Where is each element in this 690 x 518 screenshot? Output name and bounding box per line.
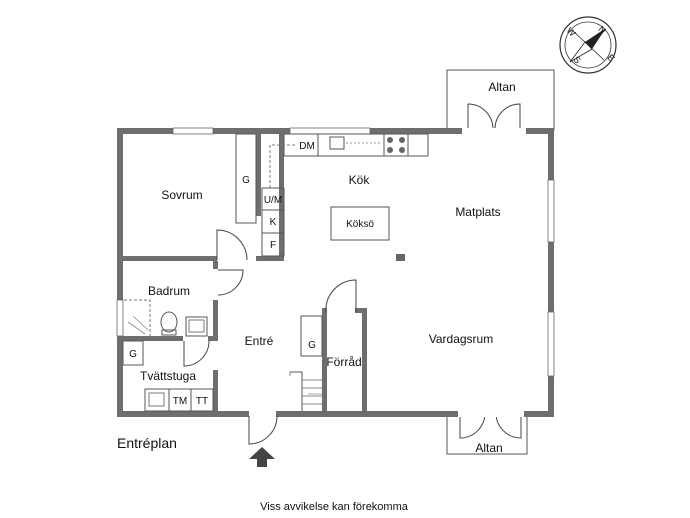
kitchen-island [330,206,390,241]
label-tt: TT [196,396,208,407]
label-g-tvatt: G [129,349,137,360]
label-um: U/M [264,195,282,206]
laundry-fixtures [122,340,214,412]
room-forrad: Förråd [326,355,361,369]
room-matplats: Matplats [455,205,500,219]
interior-doors [183,229,357,445]
bathroom-fixtures [124,299,208,337]
entrance-arrow-icon [249,447,275,467]
sink-icon [185,316,208,337]
label-f: F [270,240,276,251]
kitchen-cabinets [261,187,285,257]
stairs [289,315,323,411]
compass-n: N [596,24,608,36]
label-g-forrad: G [308,340,316,351]
kitchen-counter [269,133,429,188]
label-tm: TM [173,396,187,407]
label-dm: DM [299,141,315,152]
stove-icon [383,133,409,157]
column [396,254,405,261]
room-badrum: Badrum [148,284,190,298]
room-entre: Entré [245,334,274,348]
toilet-icon [160,311,178,336]
room-altan-bottom: Altan [475,441,502,455]
room-kok: Kök [349,173,371,187]
label-k: K [270,217,277,228]
label-g-sovrum: G [242,175,250,186]
room-altan-top: Altan [488,80,515,94]
interior-walls [117,134,367,416]
room-tvattstuga: Tvättstuga [140,369,196,383]
room-vardagsrum: Vardagsrum [429,332,493,346]
wardrobe-sovrum [235,133,257,224]
compass-icon: N S W E [559,16,617,74]
compass-e: E [605,52,616,63]
disclaimer: Viss avvikelse kan förekomma [260,501,409,513]
label-koksö: Köksö [346,219,374,230]
plan-title: Entréplan [117,435,177,451]
altan-top-deck [446,69,555,131]
room-sovrum: Sovrum [161,188,202,202]
compass-s: S [571,54,582,65]
